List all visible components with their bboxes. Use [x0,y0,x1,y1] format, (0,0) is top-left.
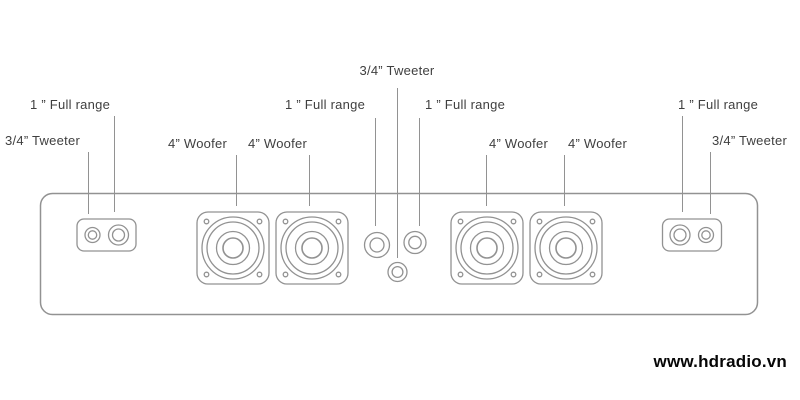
tweeter-far-left-driver [84,226,101,244]
left-cluster-frame [76,218,137,252]
woofer-1-driver [196,211,270,285]
label-full-range-far-right: 1 ” Full range [678,97,759,112]
full-range-far-left-driver [107,224,130,246]
woofer-3-driver [450,211,524,285]
label-woofer-4: 4” Woofer [568,136,628,151]
full-range-center-left-driver [363,231,391,259]
soundbar-outline [39,192,759,316]
leader-lines [88,88,711,258]
left-end-driver-cluster [76,218,137,252]
tweeter-center-driver [387,261,408,283]
label-woofer-2: 4” Woofer [248,136,308,151]
center-driver-cluster [363,230,427,283]
label-full-range-center-left: 1 ” Full range [285,97,366,112]
label-woofer-3: 4” Woofer [489,136,549,151]
label-tweeter-top-center: 3/4” Tweeter [359,63,435,78]
full-range-far-right-driver [669,224,691,246]
label-full-range-center-right: 1 ” Full range [425,97,506,112]
right-cluster-frame [661,218,723,252]
watermark-hdradio: www.hdradio.vn [653,352,787,371]
full-range-center-right-driver [403,230,427,255]
label-full-range-far-left: 1 ” Full range [30,97,111,112]
label-woofer-1: 4” Woofer [168,136,228,151]
woofer-2-driver [275,211,349,285]
label-tweeter-far-left: 3/4” Tweeter [5,133,81,148]
woofer-4-driver [529,211,603,285]
label-tweeter-far-right: 3/4” Tweeter [712,133,788,148]
tweeter-far-right-driver [697,226,715,244]
right-end-driver-cluster [661,218,723,252]
